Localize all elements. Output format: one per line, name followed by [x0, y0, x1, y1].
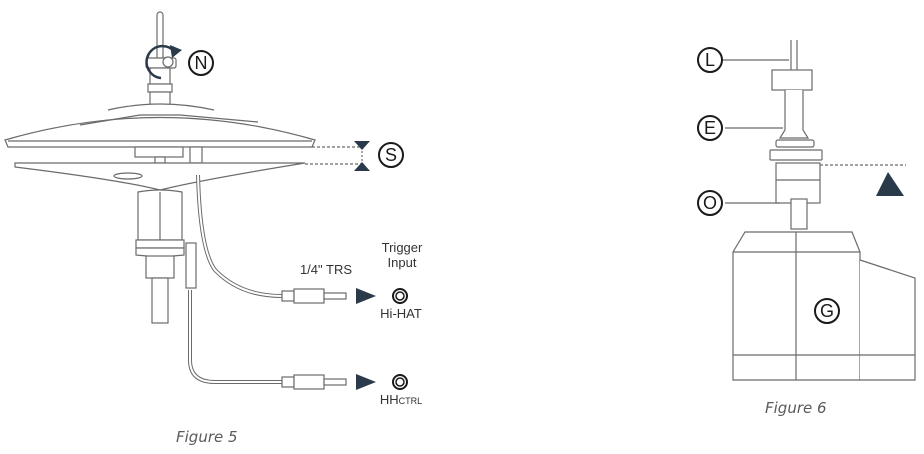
jack-hihat-label: Hi-HAT — [380, 306, 422, 321]
figure5-caption: Figure 5 — [176, 428, 238, 446]
cable-label: 1/4" TRS — [299, 262, 353, 277]
callout-n: N — [188, 50, 214, 76]
figure6-caption: Figure 6 — [765, 399, 827, 417]
hihat-body — [135, 189, 185, 324]
callout-e: E — [697, 115, 723, 141]
trs-plug-1 — [281, 288, 347, 304]
bottom-cymbal — [14, 162, 306, 191]
jack-hhctrl-label: HHCTRL — [379, 392, 423, 407]
cable-hihat — [196, 174, 283, 298]
trigger-label: Trigger Input — [381, 240, 423, 270]
fig6-rod — [769, 40, 823, 230]
gap-top-icon — [354, 141, 370, 150]
clutch-knob — [145, 56, 177, 107]
trs-plug-2 — [281, 374, 347, 390]
callout-l: L — [697, 47, 723, 73]
top-cymbal — [4, 103, 316, 148]
gap-bottom-icon — [354, 162, 370, 171]
arrow-right-icon — [356, 374, 376, 390]
arrow-up-icon — [876, 172, 904, 196]
callout-o: O — [697, 190, 723, 216]
callout-s: S — [378, 142, 404, 168]
rotate-arrow-icon — [145, 44, 176, 80]
hihat-rod — [156, 11, 164, 61]
callout-g: G — [814, 298, 840, 324]
cable-hhctrl — [185, 242, 282, 384]
fig6-base — [732, 231, 916, 381]
arrow-right-icon — [356, 288, 376, 304]
